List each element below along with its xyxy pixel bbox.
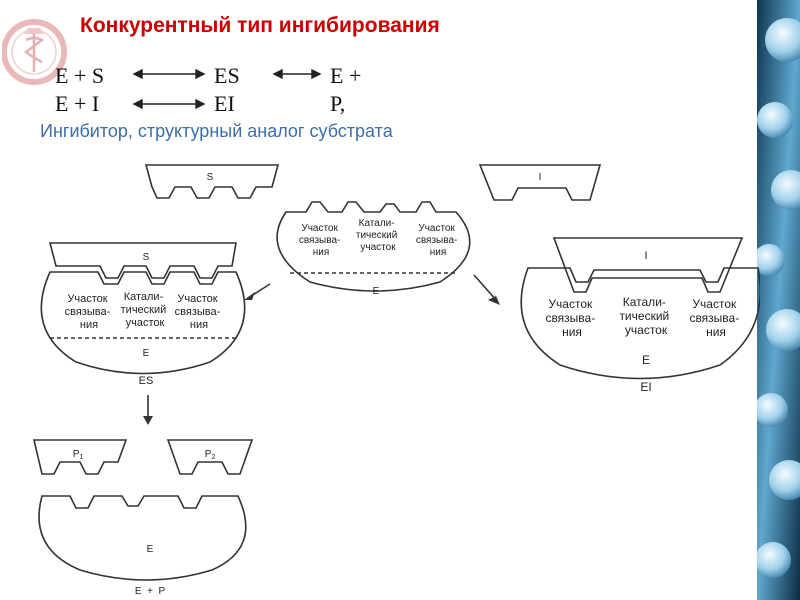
subtitle: Ингибитор, структурный аналог субстрата xyxy=(40,121,393,141)
enzyme-site-binding-1: Участок связыва- ния xyxy=(299,223,343,258)
inhibitor-i-label: I xyxy=(539,172,542,183)
product-p2-label: P2 xyxy=(205,449,216,461)
ei-site-binding-1: Участок связыва- ния xyxy=(545,297,598,339)
es-substrate-label: S xyxy=(143,252,150,263)
page-title: Конкурентный тип ингибирования xyxy=(80,14,440,37)
enzyme-e-shape xyxy=(276,201,471,292)
equation-row2-left: E + I xyxy=(55,91,100,116)
final-e-plus-p-label: E + P xyxy=(135,586,166,597)
inhibition-diagram: S I Участок связыва- ния Катали- тически… xyxy=(32,164,760,597)
complex-ei-label: EI xyxy=(640,380,651,394)
complex-ei-enzyme-shape xyxy=(520,267,760,380)
product-p1-shape xyxy=(32,439,128,475)
inhibitor-i-shape xyxy=(478,164,602,201)
complex-es-substrate-shape xyxy=(48,242,237,279)
product-p2-shape xyxy=(166,439,254,475)
ei-enzyme-label: E xyxy=(642,353,650,367)
equation-row1-middle: ES xyxy=(214,63,240,88)
enzyme-e-label: E xyxy=(373,286,380,297)
equation-row2-middle: EI xyxy=(214,91,235,116)
substrate-s-shape xyxy=(144,164,280,199)
es-enzyme-label: E xyxy=(143,348,150,359)
final-enzyme-label: E xyxy=(147,544,154,555)
complex-es-label: ES xyxy=(139,375,154,387)
enzyme-site-binding-2: Участок связыва- ния xyxy=(416,223,460,258)
equation-row1-left: E + S xyxy=(55,63,105,88)
enzyme-site-catalytic: Катали- тический участок xyxy=(356,218,400,253)
equation-row2-right: P, xyxy=(330,91,346,116)
equation-row1-right: E + xyxy=(330,63,362,88)
final-enzyme-shape xyxy=(38,495,247,581)
es-site-catalytic: Катали- тический участок xyxy=(121,291,170,329)
es-site-binding-1: Участок связыва- ния xyxy=(65,293,114,331)
ei-site-binding-2: Участок связыва- ния xyxy=(689,297,742,339)
decorative-ice-crystal-strip xyxy=(757,0,800,600)
complex-ei-inhibitor-shape xyxy=(552,237,744,293)
substrate-s-label: S xyxy=(207,172,214,183)
equation-arrows xyxy=(132,68,322,110)
ei-inhibitor-label: I xyxy=(644,250,647,262)
ei-site-catalytic: Катали- тический участок xyxy=(619,295,672,337)
es-site-binding-2: Участок связыва- ния xyxy=(175,293,224,331)
complex-es-enzyme-shape xyxy=(40,271,246,375)
product-p1-label: P1 xyxy=(73,449,84,461)
university-emblem-logo xyxy=(1,0,72,100)
